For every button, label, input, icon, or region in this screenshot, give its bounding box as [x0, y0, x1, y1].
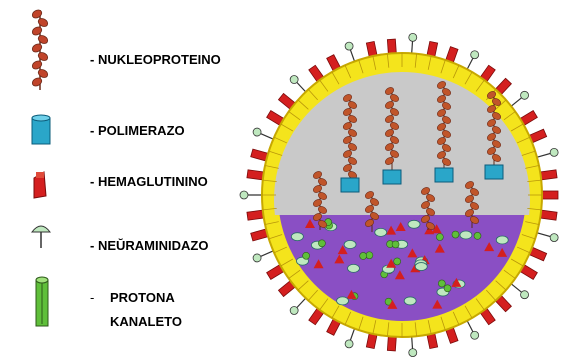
red-spike-icon	[34, 172, 46, 198]
legend-label-polymerase: - POLIMERAZO	[90, 123, 185, 138]
legend-label-nucleoprotein: - NUKLEOPROTEINO	[90, 52, 221, 67]
blue-cylinder-icon	[32, 115, 50, 144]
influenza-virion-diagram	[232, 0, 576, 363]
green-channel-icon	[36, 277, 48, 326]
legend-label-hemagglutinin: - HEMAGLUTININO	[90, 174, 208, 189]
legend: - NUKLEOPROTEINO - POLIMERAZO - HEMAGLUT…	[0, 0, 232, 363]
helix-strand-icon	[31, 8, 49, 90]
legend-label-proton-line1: PROTONA	[110, 290, 175, 305]
mushroom-spike-icon	[32, 226, 50, 248]
legend-label-neuraminidase: - NEŬRAMINIDAZO	[90, 238, 208, 253]
legend-label-proton-line2: KANALETO	[110, 314, 182, 329]
legend-dash-proton: -	[90, 290, 94, 305]
